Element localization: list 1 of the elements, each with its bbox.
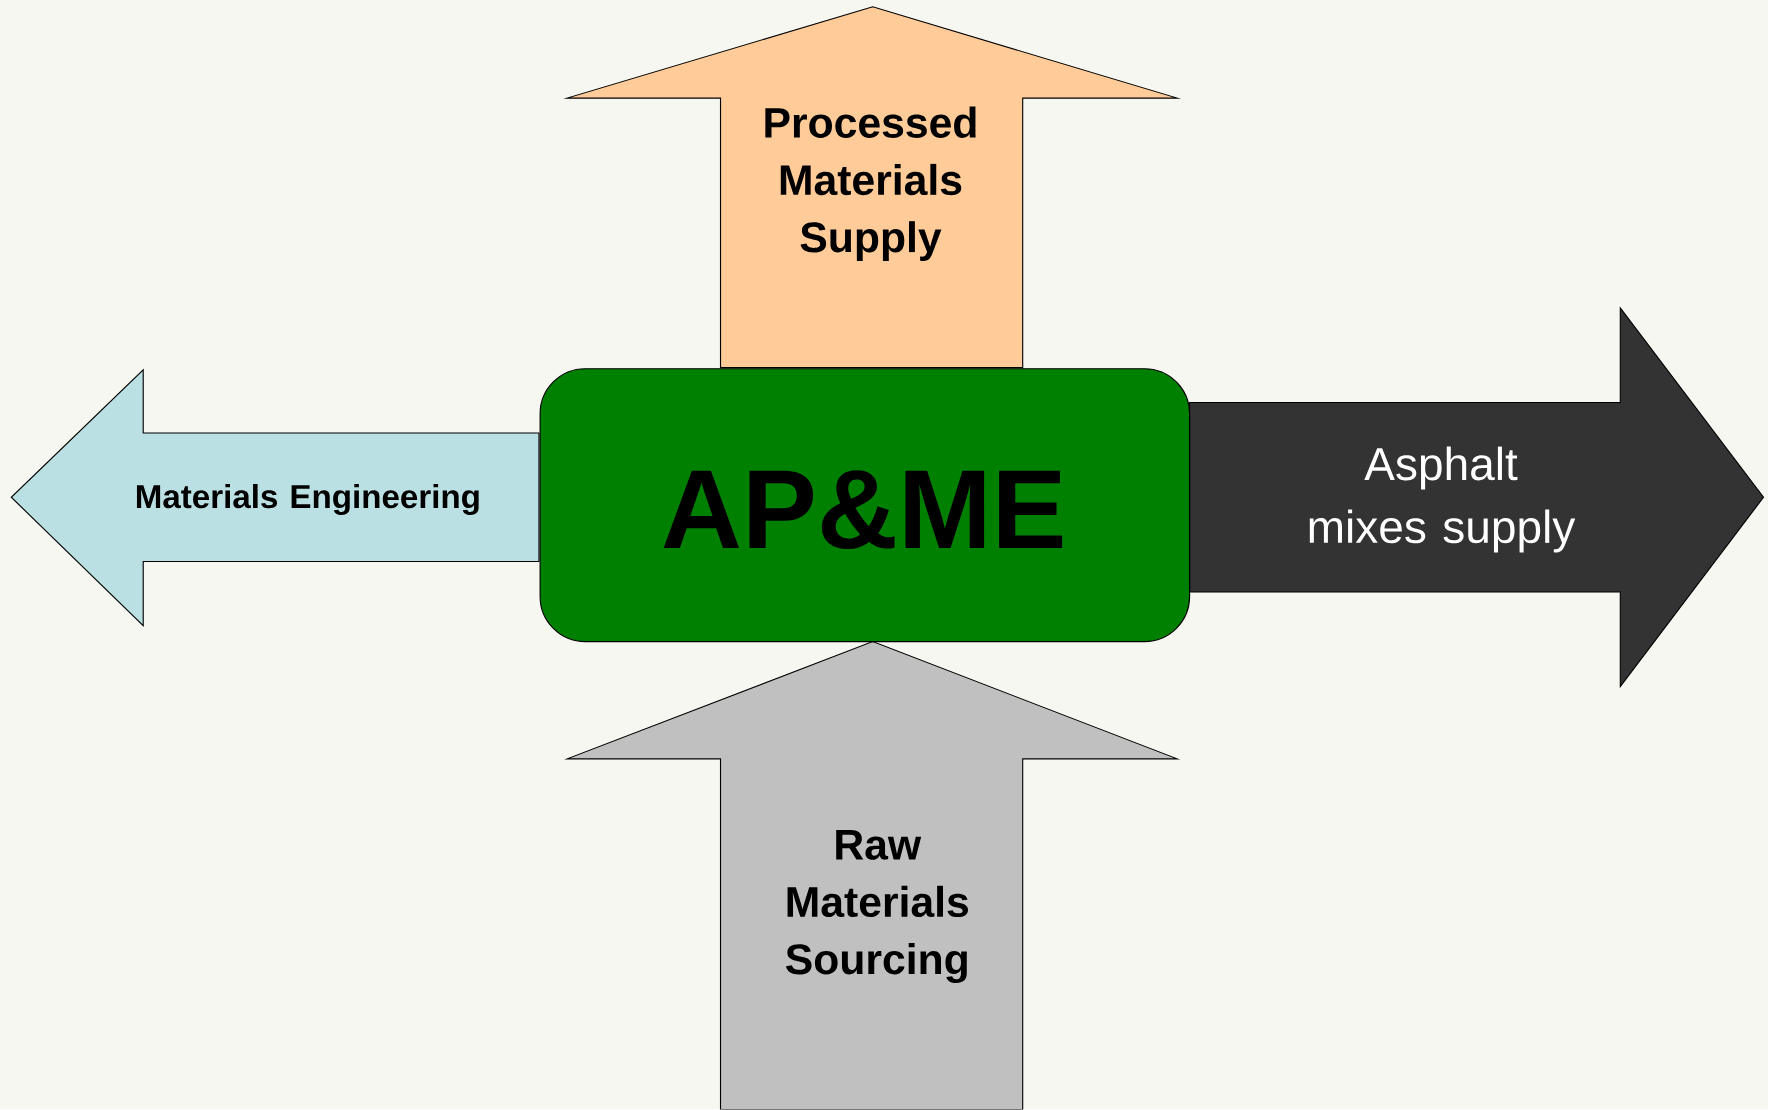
rounded-box: AP&ME bbox=[539, 368, 1191, 643]
